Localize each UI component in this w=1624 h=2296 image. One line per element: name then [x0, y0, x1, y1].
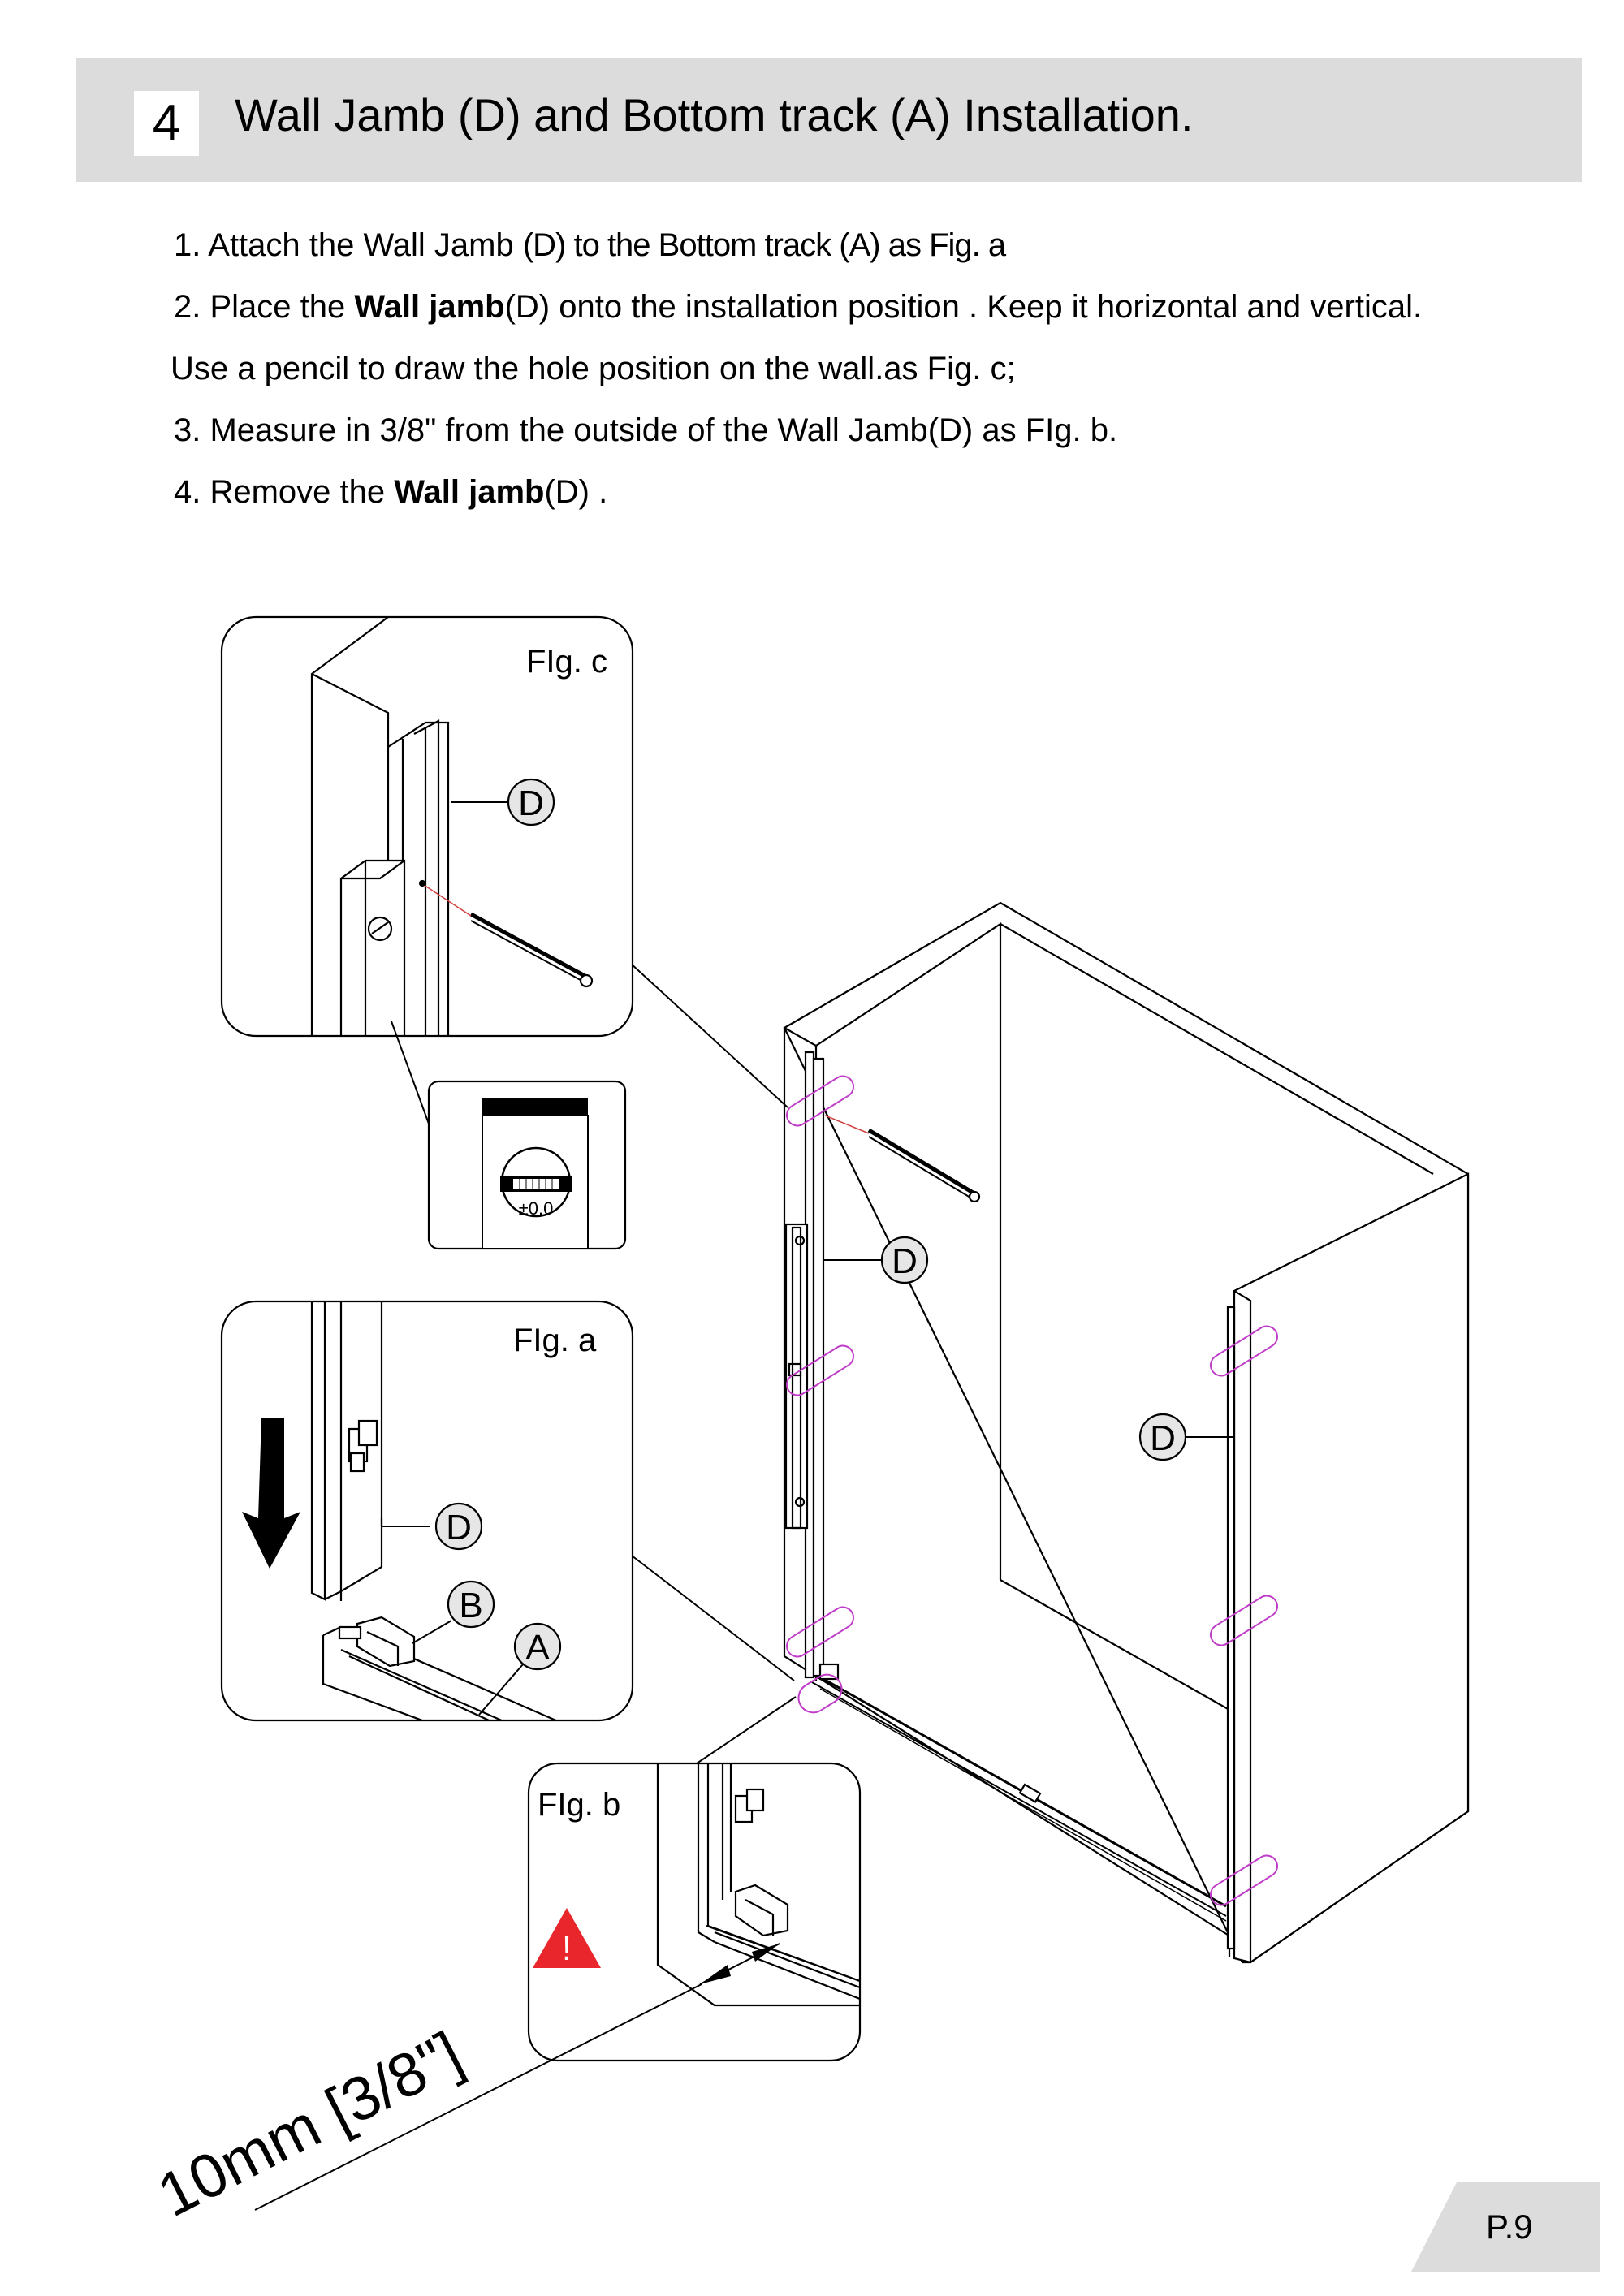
figure-c: FIg. c D: [220, 615, 634, 1038]
instruction-step-4: 4. Remove the Wall jamb(D) .: [174, 474, 608, 510]
figure-a: FIg. a D B A: [220, 1300, 634, 1722]
hole-position-markers: [786, 1075, 1278, 1906]
figure-c-label: FIg. c: [526, 644, 607, 680]
figure-a-callout-b: B: [459, 1586, 482, 1625]
detail-leader-lines: [629, 962, 797, 1764]
callout-main-d-right: D: [1138, 1413, 1233, 1461]
figure-a-label: FIg. a: [513, 1323, 597, 1358]
instruction-step-2-continued: Use a pencil to draw the hole position o…: [171, 351, 1016, 386]
figure-a-callout-d: D: [446, 1508, 472, 1547]
level-leader-line: [391, 1021, 430, 1124]
page-number: P.9: [1486, 2208, 1533, 2246]
shower-enclosure-drawing: [783, 901, 1470, 1964]
step-number: 4: [134, 91, 199, 156]
callout-main-d-left: D: [823, 1236, 929, 1284]
instruction-step-1: 1. Attach the Wall Jamb (D) to the Botto…: [174, 227, 1006, 263]
svg-text:D: D: [1150, 1418, 1176, 1458]
level-reading: ±0.0: [519, 1198, 554, 1219]
section-title: Wall Jamb (D) and Bottom track (A) Insta…: [235, 89, 1194, 140]
instruction-step-2: 2. Place the Wall jamb(D) onto the insta…: [174, 289, 1423, 325]
warning-mark: !: [562, 1928, 572, 1968]
section-header: 4 Wall Jamb (D) and Bottom track (A) Ins…: [76, 58, 1582, 182]
page-tab: [1411, 2182, 1600, 2272]
down-arrow-icon: [242, 1418, 300, 1569]
figure-b: FIg. b !: [527, 1762, 862, 2062]
level-detail: ±0.0: [427, 1080, 627, 1250]
figure-c-callout-d: D: [518, 783, 544, 823]
warning-icon: [533, 1908, 601, 1968]
svg-text:D: D: [892, 1241, 918, 1281]
instruction-step-3: 3. Measure in 3/8" from the outside of t…: [174, 412, 1118, 448]
figure-b-label: FIg. b: [538, 1787, 620, 1823]
figure-a-callout-a: A: [525, 1628, 550, 1668]
